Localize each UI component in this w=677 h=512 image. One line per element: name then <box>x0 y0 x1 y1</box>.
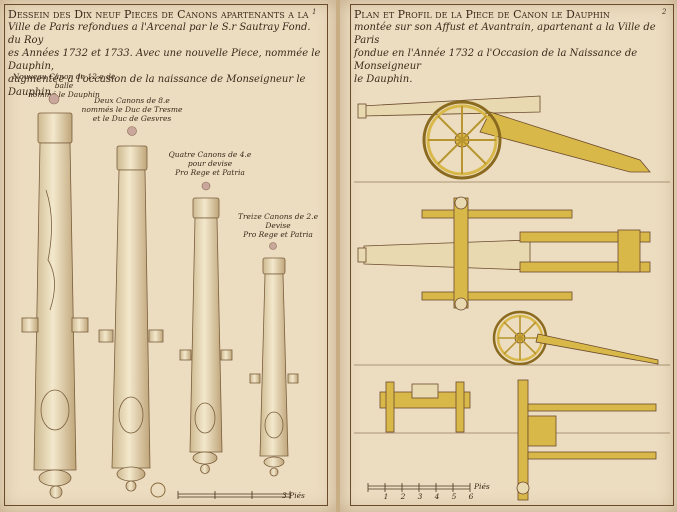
cannon2-label-line2: nommés le Duc de Tresme <box>81 105 183 114</box>
profile-view <box>357 95 651 180</box>
right-scale-bar <box>367 483 471 492</box>
cannon1-ball <box>48 93 60 105</box>
plan-view <box>357 196 651 311</box>
cannon3-drawing <box>179 197 233 474</box>
right-plate: 2 Plan et Profil de la Piece de Canon le… <box>340 0 677 512</box>
cannon4-label-line3: Pro Rege et Patria <box>243 230 313 239</box>
cannon2-label-line1: Deux Canons de 8.e <box>94 96 170 105</box>
right-title-line3: fondue en l'Année 1732 a l'Occasion de l… <box>354 48 638 72</box>
cannon1-label-line1: Nouveau Canon de 12.e de balle <box>12 72 116 90</box>
left-plate-number: 1 <box>312 8 317 16</box>
front-view <box>379 381 471 433</box>
cannon2-label: Deux Canons de 8.e nommés le Duc de Tres… <box>72 96 192 123</box>
right-title-line1: Plan et Profil de la Piece de Canon le D… <box>354 8 610 21</box>
right-scale-tick-5: 5 <box>451 492 457 501</box>
cannon2-drawing <box>98 145 164 492</box>
right-plate-title: Plan et Profil de la Piece de Canon le D… <box>354 8 666 86</box>
left-scale-bar <box>177 491 291 499</box>
right-scale-tick-4: 4 <box>434 492 440 501</box>
cannon4-label: Treize Canons de 2.e Devise Pro Rege et … <box>228 212 328 239</box>
cannon3-label-line1: Quatre Canons de 4.e <box>168 150 252 159</box>
cannon4-drawing <box>249 257 299 477</box>
limber-plan-view <box>516 379 657 501</box>
right-title-line4: le Dauphin. <box>354 74 413 85</box>
cannon1-drawing <box>21 112 89 499</box>
cannon3-label-line3: Pro Rege et Patria <box>175 168 245 177</box>
right-plate-number: 2 <box>662 8 667 16</box>
left-title-line4: augmentée a l'occasion de la naissance d… <box>8 74 306 98</box>
right-plate-frame <box>350 4 674 506</box>
left-title-line2: Ville de Paris refondues a l'Arcenal par… <box>8 22 311 46</box>
cannon4-label-line2: Devise <box>265 221 291 230</box>
right-scale-tick-2: 2 <box>400 492 406 501</box>
left-plate: 1 Dessein des Dix neuf Pieces de Canons … <box>0 0 336 512</box>
left-title-line1: Dessein des Dix neuf Pieces de Canons ap… <box>8 8 309 21</box>
left-scale-label: 3 Piés <box>282 491 305 500</box>
right-scale-label: Piés <box>474 482 490 491</box>
cannon3-label: Quatre Canons de 4.e pour devise Pro Reg… <box>160 150 260 177</box>
cannon2-ball <box>127 126 137 136</box>
left-plate-frame <box>4 4 328 506</box>
limber-side-view <box>492 310 659 366</box>
left-title-line3: es Années 1732 et 1733. Avec une nouvell… <box>8 48 321 72</box>
cannon4-label-line1: Treize Canons de 2.e <box>237 212 319 221</box>
right-plate-drawing <box>354 95 670 501</box>
cannon4-ball <box>269 242 277 250</box>
left-plate-title: Dessein des Dix neuf Pieces de Canons ap… <box>8 8 326 99</box>
right-scale-tick-6: 6 <box>468 492 474 501</box>
right-title-line2: montée sur son Affust et Avantrain, apar… <box>354 22 656 46</box>
cannon3-label-line2: pour devise <box>187 159 233 168</box>
cannon1-label: Nouveau Canon de 12.e de balle nommé le … <box>4 72 124 99</box>
cannon2-label-line3: et le Duc de Gesvres <box>92 114 172 123</box>
right-scale-tick-3: 3 <box>417 492 423 501</box>
left-seal-stamp <box>150 482 166 498</box>
cannon3-ball <box>201 181 211 191</box>
cannon1-label-line2: nommé le Dauphin <box>28 90 100 99</box>
left-plate-drawing <box>21 93 299 499</box>
right-scale-tick-1: 1 <box>383 492 389 501</box>
